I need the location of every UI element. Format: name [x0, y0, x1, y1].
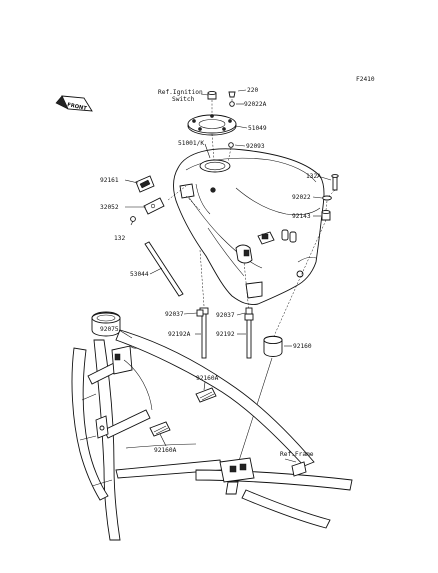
label-92022A: 92022A — [244, 101, 267, 108]
grommet-92037-right — [245, 307, 253, 315]
label-132A: 132A — [306, 173, 321, 180]
label-92160A-top: 92160A — [196, 375, 219, 382]
leader-lines — [118, 89, 332, 463]
part-labels: Ref.Ignition Switch 220 92022A 51049 920… — [100, 87, 321, 458]
pad-92160A-bottom — [149, 421, 171, 437]
bolt-132A — [331, 174, 339, 191]
label-92192A: 92192A — [168, 331, 191, 338]
bolt-132 — [130, 216, 136, 222]
label-92160A-bottom: 92160A — [154, 447, 177, 454]
label-ref-ignition-1: Ref.Ignition — [158, 89, 203, 96]
label-32052: 32052 — [100, 204, 119, 211]
label-92143: 92143 — [292, 213, 311, 220]
label-132: 132 — [114, 235, 125, 242]
frame — [71, 311, 353, 541]
label-51001K: 51001/K — [178, 140, 204, 147]
strip-53044 — [144, 241, 184, 297]
bracket-32052 — [143, 197, 165, 215]
front-label: FRONT — [67, 102, 88, 112]
bracket-92161 — [135, 175, 155, 193]
fuel-tank — [173, 148, 325, 305]
collar-92143 — [321, 209, 331, 221]
rod-92192A — [199, 307, 209, 359]
label-92037-right: 92037 — [216, 312, 235, 319]
label-ref-ignition-2: Switch — [172, 96, 195, 103]
label-92022: 92022 — [292, 194, 311, 201]
small-fittings — [207, 90, 236, 148]
figure-code: F2410 — [356, 76, 375, 83]
label-92037-left: 92037 — [165, 311, 184, 318]
damper-92160 — [263, 335, 283, 357]
label-92093: 92093 — [246, 143, 265, 150]
washer-92022 — [322, 195, 332, 201]
label-53044: 53044 — [130, 271, 149, 278]
label-220: 220 — [247, 87, 258, 94]
filler-cap-plate — [187, 114, 237, 136]
grommet-92037-left — [196, 309, 204, 317]
front-arrow-icon: FRONT — [55, 95, 93, 112]
pad-92160A-top — [195, 387, 217, 403]
label-92161: 92161 — [100, 177, 119, 184]
label-92075: 92075 — [100, 326, 119, 333]
label-92160: 92160 — [293, 343, 312, 350]
rod-92192 — [244, 313, 254, 359]
label-92192: 92192 — [216, 331, 235, 338]
label-51049: 51049 — [248, 125, 267, 132]
label-ref-frame: Ref.Frame — [280, 451, 314, 458]
